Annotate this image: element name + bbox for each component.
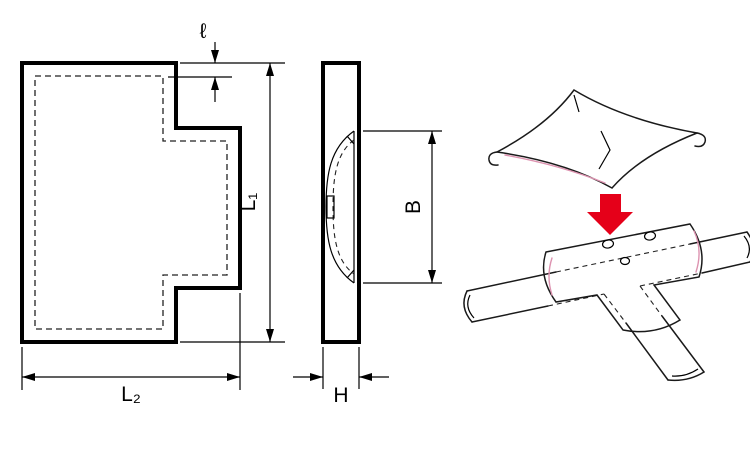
cover-corner-curl-left [488,151,499,166]
down-arrow-icon [587,194,633,235]
dim-b-label: B [402,200,425,214]
duct-branch [603,285,705,382]
dim-height-h: H [293,347,389,407]
duct-branch-left-edge-hidden [603,293,627,324]
duct-branch-right-edge-hidden [639,285,663,317]
cover-corner-curl-right [694,132,707,148]
cover-crease-small [573,94,580,113]
cover-piece-body [494,89,700,189]
dim-length1-label: L₁ [237,193,260,212]
side-view [321,61,361,344]
section-profile-inner [332,139,355,275]
dim-length2-label: L₂ [121,383,141,406]
duct-main-end-lip-right [743,235,750,259]
front-view-outline [20,61,242,344]
cover-bottom-shade [504,154,606,184]
section-center-boss [326,195,335,219]
duct-branch-left-edge [625,322,669,381]
front-view [20,61,242,344]
duct-main-bottom-edge-hidden-right [639,272,703,287]
section-clip-top [346,135,355,145]
joint-base-plate-shade-right [693,230,700,273]
cover-crease [598,130,611,170]
dim-h-label: H [333,384,348,407]
duct-main-top-edge-left [466,271,557,292]
duct-main-top-edge-hidden [555,243,691,273]
joint-base-plate [542,223,703,333]
dim-length2: L₂ [21,293,241,406]
front-view-hidden-edge [34,75,228,330]
duct-main-bottom-edge-right [701,261,750,274]
dim-overlap: ℓ [168,20,285,102]
duct-branch-end-cap [667,371,705,382]
duct-branch-right-edge [661,315,705,373]
section-clip-bottom [346,269,355,279]
dim-width-b: B [363,130,442,284]
screw-hole-left [601,239,615,249]
duct-main-end-cap-right [746,231,750,263]
center-hole [619,256,631,266]
dim-overlap-label: ℓ [200,20,207,43]
screw-hole-right [643,231,657,241]
dim-length1: L₁ [180,63,285,343]
joint-base-plate-shade-left [548,257,553,296]
installation-illustration [463,89,750,382]
duct-main-bottom-edge-left [471,305,549,323]
joint-base-plate-body [542,223,703,333]
section-profile [325,130,355,284]
cover-piece [488,89,707,189]
duct-main-end-lip-left [467,294,475,319]
duct-main-end-cap-left [463,290,473,323]
duct-branch-end-lip [671,368,699,377]
side-view-outline [321,61,361,344]
